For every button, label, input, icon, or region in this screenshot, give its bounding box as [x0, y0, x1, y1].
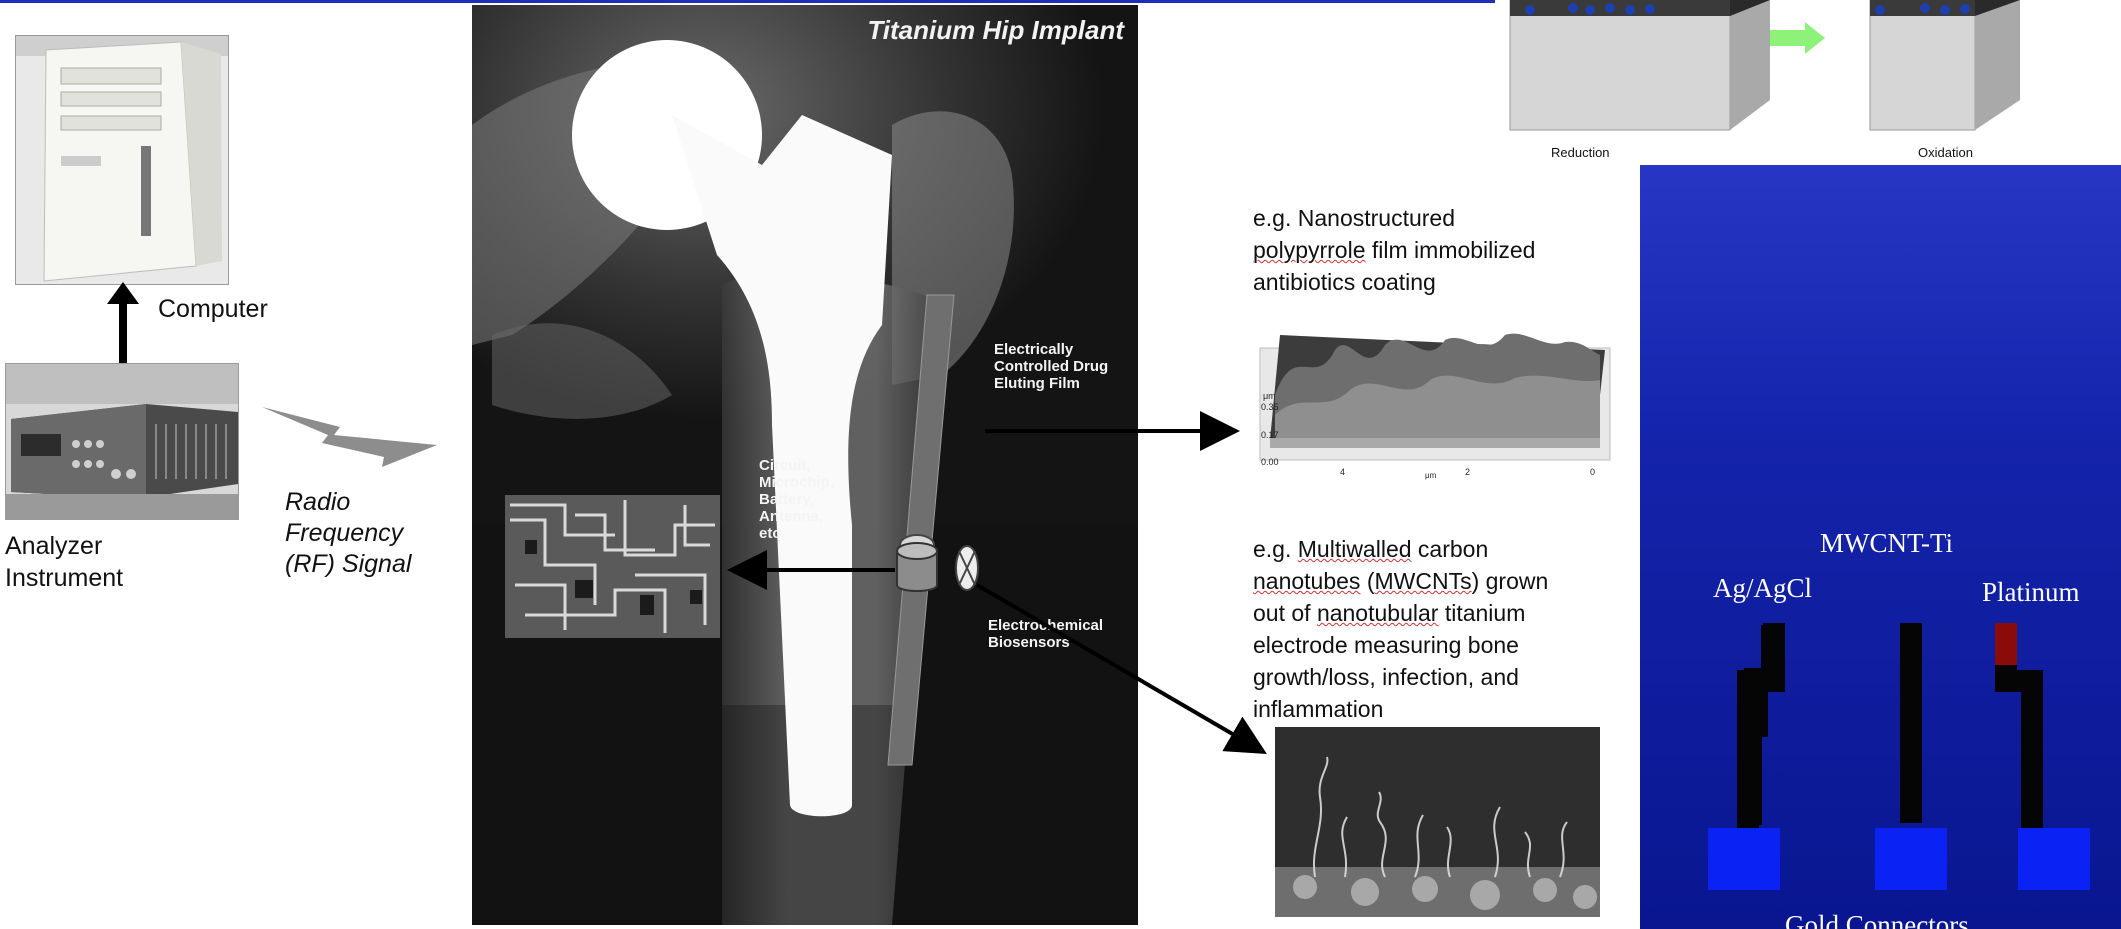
electrochemical-biosensors-label: Electrochemical Biosensors	[988, 617, 1103, 651]
drug-eluting-film-label: Electrically Controlled Drug Eluting Fil…	[994, 341, 1108, 392]
caption-ppy-line-2: polypyrrole film immobilized	[1253, 234, 1633, 266]
caption-cnt-paren: (	[1360, 568, 1374, 594]
caption-cnt-line-4: electrode measuring bone	[1253, 629, 1643, 661]
polypyrrole-caption: e.g. Nanostructured polypyrrole film imm…	[1253, 202, 1633, 298]
nanotubes-word: nanotubes	[1253, 568, 1360, 594]
mwcnt-caption: e.g. Multiwalled carbon nanotubes (MWCNT…	[1253, 533, 1643, 725]
analyzer-to-computer-arrow	[105, 282, 141, 368]
top-blue-rule	[0, 0, 1495, 3]
xray-title: Titanium Hip Implant	[867, 15, 1124, 46]
reduction-oxidation-diagram	[1505, 0, 2025, 140]
multiwalled-word: Multiwalled	[1298, 536, 1412, 562]
afm-x-tick-2: 2	[1465, 467, 1470, 477]
caption-cnt-outof: out of	[1253, 600, 1317, 626]
caption-cnt-titanium: titanium	[1438, 600, 1525, 626]
afm-surface-plot: μm 0.35 0.17 0.00 4 2 0 μm	[1255, 320, 1615, 480]
afm-unit: μm	[1263, 391, 1276, 401]
titanium-hip-implant-xray: Titanium Hip Implant Electrically Contro…	[472, 5, 1138, 925]
afm-z-tick-2: 0.17	[1261, 430, 1279, 440]
caption-cnt-eg: e.g.	[1253, 536, 1298, 562]
afm-x-axis-unit: μm	[1425, 471, 1437, 480]
analyzer-instrument-label: Analyzer Instrument	[5, 530, 123, 594]
microchip-image	[505, 495, 720, 638]
oxidation-label: Oxidation	[1918, 145, 1973, 160]
gold-connectors-label: Gold Connectors	[1785, 910, 1969, 929]
mwcnt-sem-image	[1275, 727, 1600, 917]
afm-z-tick-3: 0.00	[1261, 457, 1279, 467]
afm-x-tick-3: 0	[1590, 467, 1595, 477]
caption-cnt-carbon: carbon	[1412, 536, 1489, 562]
caption-cnt-line-2: nanotubes (MWCNTs) grown	[1253, 565, 1643, 597]
caption-ppy-line-2-rest: film immobilized	[1366, 237, 1536, 263]
analyzer-instrument-photo	[5, 363, 239, 520]
caption-cnt-line-6: inflammation	[1253, 693, 1643, 725]
circuit-microchip-label: Circuit, Microchip, Battery, Antenna, et…	[759, 457, 834, 542]
afm-x-tick-1: 4	[1340, 467, 1345, 477]
rf-signal-label: Radio Frequency (RF) Signal	[285, 487, 411, 580]
electrode-schematic-panel: MWCNT-Ti Ag/AgCl Platinum Gold Connector…	[1640, 165, 2121, 929]
mwcnts-word: MWCNTs	[1375, 568, 1472, 594]
polypyrrole-word: polypyrrole	[1253, 237, 1366, 263]
caption-cnt-line-5: growth/loss, infection, and	[1253, 661, 1643, 693]
computer-label: Computer	[158, 295, 268, 324]
caption-cnt-line-1: e.g. Multiwalled carbon	[1253, 533, 1643, 565]
rf-signal-bolt-icon	[262, 405, 442, 475]
computer-photo	[15, 35, 229, 285]
caption-cnt-line-3: out of nanotubular titanium	[1253, 597, 1643, 629]
caption-cnt-grown: ) grown	[1472, 568, 1549, 594]
nanotubular-word: nanotubular	[1317, 600, 1439, 626]
caption-ppy-line-3: antibiotics coating	[1253, 266, 1633, 298]
reduction-label: Reduction	[1551, 145, 1610, 160]
afm-z-tick-1: 0.35	[1261, 402, 1279, 412]
caption-ppy-line-1: e.g. Nanostructured	[1253, 202, 1633, 234]
